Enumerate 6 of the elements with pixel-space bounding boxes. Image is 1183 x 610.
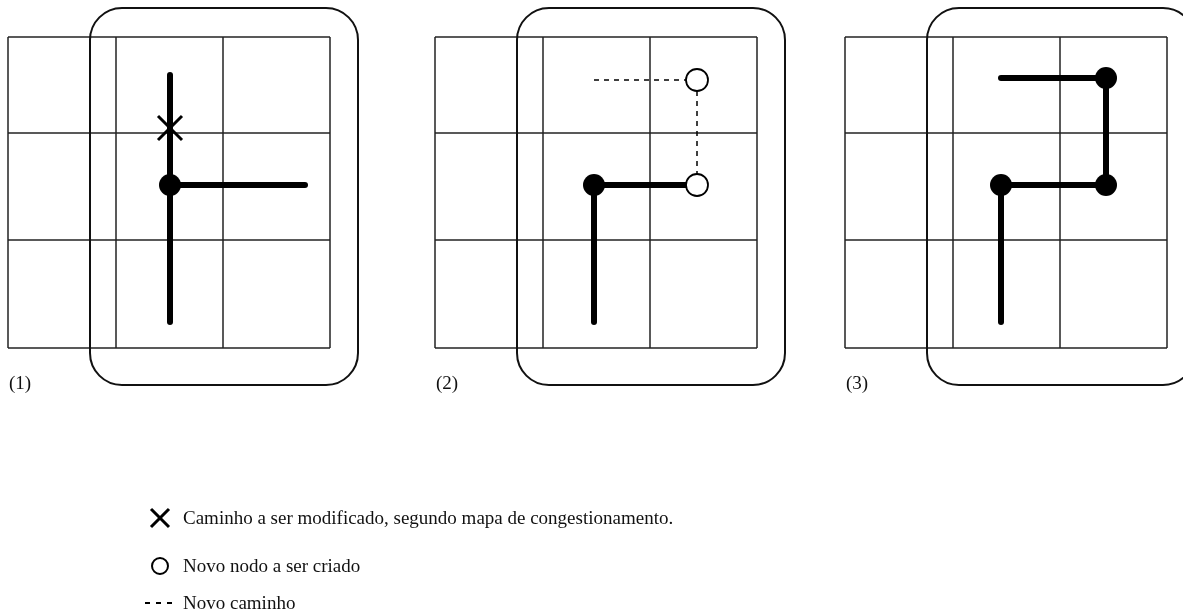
- legend-text: Novo nodo a ser criado: [183, 555, 361, 577]
- legend-text: Caminho a ser modificado, segundo mapa de congestionamento.: [183, 507, 674, 529]
- legend-text: Novo caminho: [183, 592, 296, 610]
- panel-number: (3): [846, 372, 869, 394]
- panel-number: (2): [436, 372, 459, 394]
- panel-number: (1): [9, 372, 32, 394]
